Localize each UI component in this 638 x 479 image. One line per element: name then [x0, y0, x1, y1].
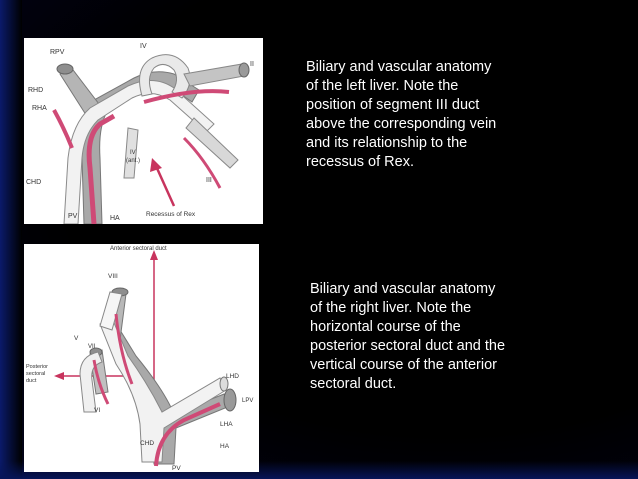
label-viii: VIII: [108, 273, 118, 280]
label-lpv: LPV: [242, 398, 253, 404]
label-duct: duct: [26, 378, 37, 384]
right-liver-anatomy-figure: Anterior sectoral duct VIII V VII VI Pos…: [24, 244, 259, 472]
label-iv-ant: IV: [130, 150, 136, 156]
right-hepatic-artery-path: [52, 109, 74, 149]
anterior-duct-arrow-head: [150, 250, 158, 260]
blue-edge-decoration: [0, 0, 22, 479]
label-chd: CHD: [26, 179, 41, 186]
posterior-duct-arrow-head: [54, 372, 64, 380]
label-rpv: RPV: [50, 49, 65, 56]
label-rhd: RHD: [28, 87, 43, 94]
label-posterior: Posterior: [26, 364, 48, 370]
left-liver-diagram: RPV RHD RHA CHD PV HA IV II IV (ant.) II…: [26, 43, 254, 224]
recessus-arrow-line: [154, 165, 176, 207]
caption-left-liver: Biliary and vascular anatomy of the left…: [306, 59, 497, 170]
hepatic-artery-path: [154, 402, 221, 467]
label-v: V: [74, 335, 79, 342]
recessus-loop: [139, 54, 191, 99]
label-chd: CHD: [140, 440, 154, 447]
anterior-artery-path: [114, 313, 134, 385]
lpv-opening: [223, 388, 237, 412]
anterior-sectoral-duct-shape: [99, 291, 123, 331]
rpv-opening: [56, 63, 74, 75]
label-ii: II: [250, 61, 254, 68]
segment-ii-branch: [183, 63, 245, 87]
label-pv: PV: [172, 465, 181, 472]
label-vi: VI: [94, 407, 100, 414]
label-iii: III: [206, 177, 212, 184]
label-iv-top: IV: [140, 43, 147, 50]
label-ha: HA: [110, 215, 120, 222]
label-anterior-sectoral-duct: Anterior sectoral duct: [110, 246, 167, 252]
label-sectoral: sectoral: [26, 371, 45, 377]
label-lha: LHA: [220, 421, 233, 428]
hepatic-artery-path: [86, 113, 116, 224]
label-recessus: Recessus of Rex: [146, 211, 196, 218]
right-liver-diagram: Anterior sectoral duct VIII V VII VI Pos…: [26, 246, 253, 472]
segment-iii-branch: [185, 117, 239, 169]
recessus-arrow-head: [150, 158, 162, 172]
posterior-artery-path: [92, 359, 110, 405]
lhd-opening: [219, 376, 229, 392]
bile-duct-shape: [99, 317, 227, 463]
segment-iii-artery-path: [182, 136, 222, 189]
left-liver-anatomy-figure: RPV RHD RHA CHD PV HA IV II IV (ant.) II…: [24, 38, 263, 224]
caption-right-liver: Biliary and vascular anatomy of the righ…: [310, 281, 506, 392]
label-ha: HA: [220, 443, 230, 450]
posterior-sectoral-duct-shape: [79, 351, 103, 413]
label-pv: PV: [68, 213, 78, 220]
label-vii: VII: [88, 344, 96, 350]
segment-iv-branch: [123, 127, 139, 179]
segment-ii-opening: [238, 62, 250, 78]
left-artery-path: [143, 89, 230, 104]
label-iv-ant-suffix: (ant.): [126, 158, 140, 164]
label-lhd: LHD: [226, 373, 239, 380]
label-rha: RHA: [32, 105, 47, 112]
